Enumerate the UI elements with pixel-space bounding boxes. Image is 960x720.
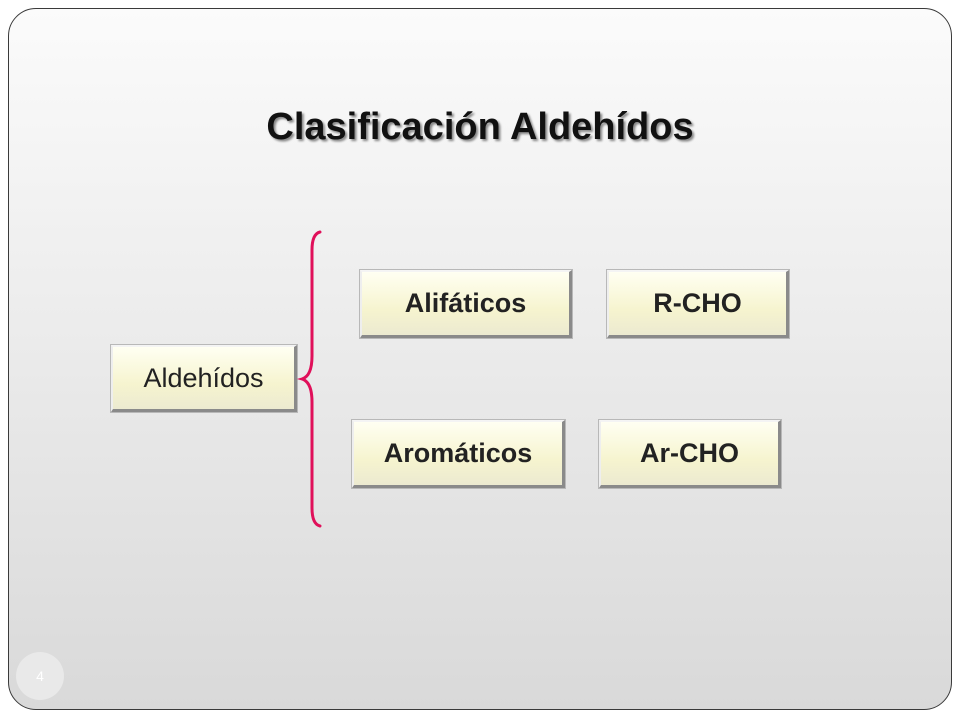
node-alifaticos-label: Alifáticos — [404, 288, 527, 318]
node-ar-cho: Ar-CHO — [599, 420, 781, 488]
node-r-cho: R-CHO — [607, 270, 789, 338]
node-aromaticos: Aromáticos — [352, 420, 565, 488]
page-number: 4 — [36, 668, 44, 684]
slide-title: Clasificación Aldehídos — [266, 106, 694, 148]
root-node-aldehidos: Aldehídos — [111, 345, 297, 412]
node-alifaticos: Alifáticos — [360, 270, 572, 338]
curly-brace-path — [296, 230, 322, 528]
node-r-cho-label: R-CHO — [653, 288, 742, 318]
node-aromaticos-label: Aromáticos — [383, 438, 533, 468]
curly-brace — [296, 230, 322, 528]
root-node-label: Aldehídos — [143, 362, 264, 393]
node-ar-cho-label: Ar-CHO — [640, 438, 739, 468]
page-number-badge: 4 — [16, 652, 64, 700]
